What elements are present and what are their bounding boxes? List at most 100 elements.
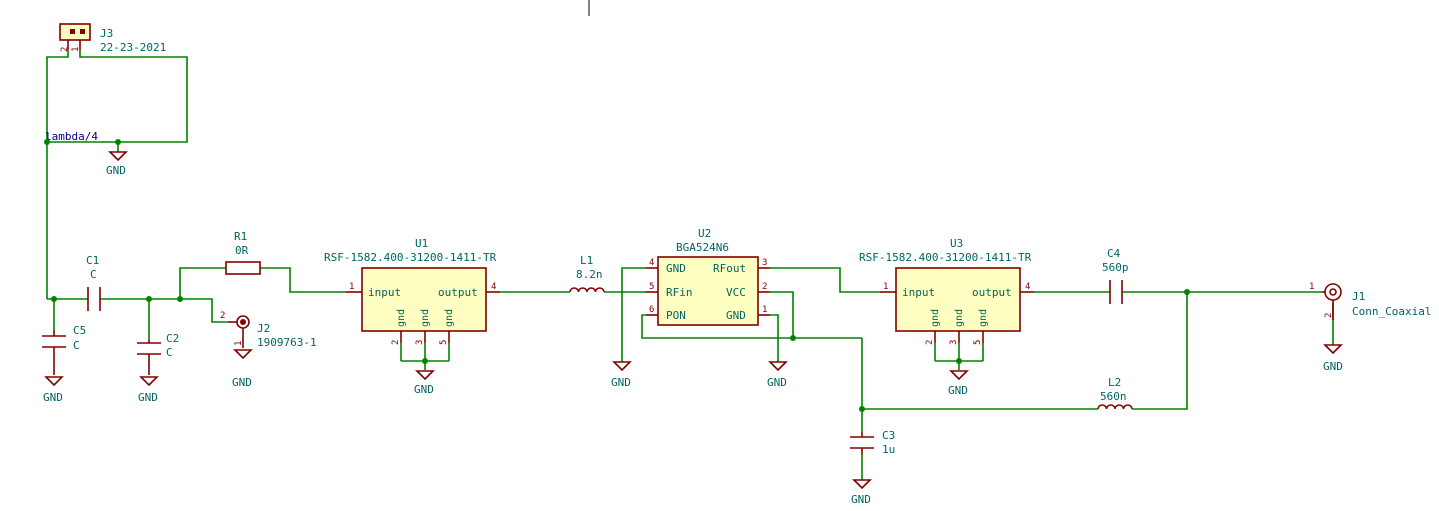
j1-pin-1: 1 [1309,282,1314,292]
r1-value: 0R [235,244,249,257]
gnd-label-c5: GND [43,391,63,404]
gnd-label-1: GND [106,164,126,177]
gnd-symbol-1: GND [106,151,128,177]
c5-reference: C5 [73,324,86,337]
c3-reference: C3 [882,429,895,442]
u1-pin-5: 5 [439,340,449,345]
u3-pin-1: 1 [883,282,888,292]
u2-pin-6: 6 [649,305,654,315]
c2-reference: C2 [166,332,179,345]
j2-pin-1: 1 [234,341,244,346]
gnd-label-u2-left: GND [611,376,631,389]
gnd-label-c3: GND [851,493,871,506]
u1-pin-name-input: input [368,286,401,299]
connector-j2[interactable]: 2 1 J2 1909763-1 [220,311,317,349]
inductor-l2[interactable]: L2 560n [1097,376,1133,410]
u3-pin-2: 2 [925,340,935,345]
u2-pin-name-pon: PON [666,309,686,322]
gnd-symbol-u3: GND [948,370,969,397]
gnd-label-u3: GND [948,384,968,397]
u3-reference: U3 [950,237,963,250]
gnd-symbol-j1: GND [1323,344,1343,373]
j2-value: 1909763-1 [257,336,317,349]
j3-pin-2: 2 [60,47,70,52]
u1-pin-name-gnd-b: gnd [420,309,431,327]
j1-pin-2: 2 [1324,313,1334,318]
u1-pin-4: 4 [491,282,496,292]
c3-value: 1u [882,443,895,456]
gnd-label-c2: GND [138,391,158,404]
gnd-label-u1: GND [414,383,434,396]
u3-value: RSF-1582.400-31200-1411-TR [859,251,1032,264]
filter-u3[interactable]: U3 RSF-1582.400-31200-1411-TR 1 4 2 3 5 … [859,237,1034,345]
u1-pin-2: 2 [391,340,401,345]
c1-reference: C1 [86,254,99,267]
filter-u1[interactable]: U1 RSF-1582.400-31200-1411-TR 1 4 2 3 5 … [324,237,500,345]
gnd-label-j1: GND [1323,360,1343,373]
gnd-symbol-u1: GND [414,370,435,396]
c5-value: C [73,339,80,352]
l1-value: 8.2n [576,268,603,281]
u3-pin-name-input: input [902,286,935,299]
u2-pin-name-gnd-out: GND [726,309,746,322]
u3-pin-4: 4 [1025,282,1030,292]
u3-pin-3: 3 [949,340,959,345]
j2-reference: J2 [257,322,270,335]
u2-pin-2: 2 [762,282,767,292]
gnd-label-u2-right: GND [767,376,787,389]
l2-value: 560n [1100,390,1127,403]
c4-value: 560p [1102,261,1129,274]
u3-pin-name-output: output [972,286,1012,299]
u3-pin-name-gnd-a: gnd [930,309,941,327]
junctions [44,139,1190,412]
resistor-r1[interactable]: R1 0R [225,230,261,275]
u1-reference: U1 [415,237,428,250]
u2-value: BGA524N6 [676,241,729,254]
u2-pin-3: 3 [762,258,767,268]
u1-pin-name-gnd-c: gnd [444,309,455,327]
j1-reference: J1 [1352,290,1365,303]
l2-reference: L2 [1108,376,1121,389]
gnd-label-j2: GND [232,376,252,389]
capacitor-c4[interactable]: C4 560p [1102,247,1129,304]
u1-value: RSF-1582.400-31200-1411-TR [324,251,497,264]
capacitor-c1[interactable]: C1 C [86,254,101,311]
connector-j3[interactable]: 2 1 J3 22-23-2021 [59,23,166,54]
gnd-symbol-u2-right: GND [767,361,788,389]
capacitor-c5[interactable]: C5 C [42,324,86,375]
c1-value: C [90,268,97,281]
u3-pin-name-gnd-c: gnd [978,309,989,327]
j3-value: 22-23-2021 [100,41,166,54]
gnd-symbol-c3: GND [851,479,872,506]
capacitor-c2[interactable]: C2 C [137,332,179,375]
c4-reference: C4 [1107,247,1121,260]
u2-reference: U2 [698,227,711,240]
wires [46,50,1334,480]
u1-pin-name-gnd-a: gnd [396,309,407,327]
l1-reference: L1 [580,254,593,267]
u3-pin-5: 5 [973,340,983,345]
u2-pin-name-gnd-in: GND [666,262,686,275]
gnd-symbol-j2: GND [232,349,253,389]
u2-pin-5: 5 [649,282,654,292]
u2-pin-1: 1 [762,305,767,315]
j3-pin-1: 1 [71,47,81,52]
lna-u2[interactable]: U2 BGA524N6 4 5 6 3 2 1 GND RFin PON RFo… [646,227,770,326]
inductor-l1[interactable]: L1 8.2n [569,254,605,293]
c2-value: C [166,346,173,359]
gnd-symbol-c2: GND [138,376,159,404]
u1-pin-3: 3 [415,340,425,345]
u2-pin-name-vcc: VCC [726,286,746,299]
gnd-symbol-u2-left: GND [611,361,632,389]
u2-pin-name-rfin: RFin [666,286,693,299]
connector-j1[interactable]: 1 2 J1 Conn_Coaxial [1309,282,1431,320]
net-label-lambda[interactable]: lambda/4 [45,130,98,143]
u1-pin-1: 1 [349,282,354,292]
u2-pin-4: 4 [649,258,654,268]
r1-reference: R1 [234,230,247,243]
j2-pin-2: 2 [220,311,225,321]
u3-pin-name-gnd-b: gnd [954,309,965,327]
gnd-symbol-c5: GND [43,376,64,404]
capacitor-c3[interactable]: C3 1u [850,429,895,456]
